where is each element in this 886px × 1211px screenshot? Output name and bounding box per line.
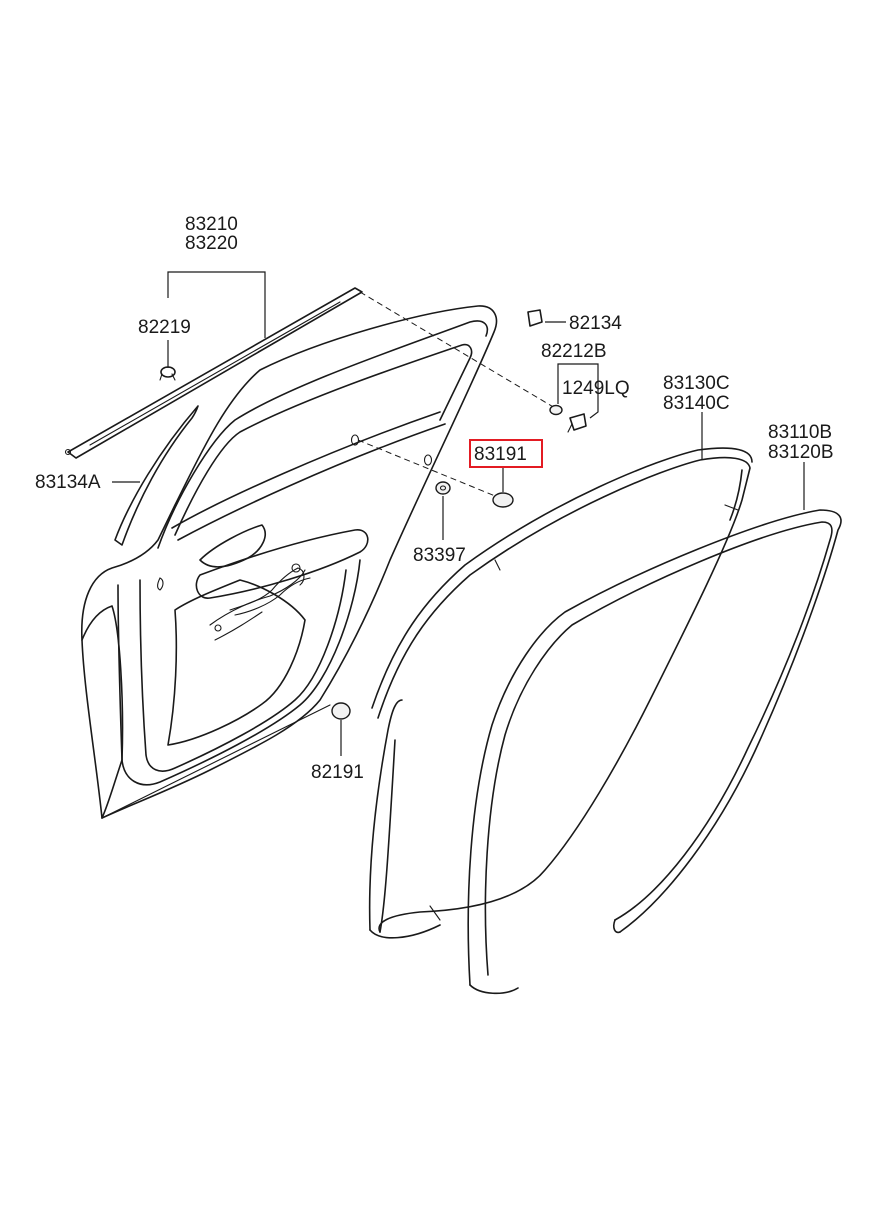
label-82212B[interactable]: 82212B [541,341,607,362]
plug-83191-part [492,492,514,508]
alignment-line [357,439,501,499]
label-83397[interactable]: 83397 [413,545,466,566]
plug-82191-part [331,702,351,720]
label-83220[interactable]: 83220 [185,233,238,254]
label-1249LQ[interactable]: 1249LQ [562,378,630,399]
callout-labels: 83210 83220 82219 83134A 82134 82212B 12… [35,214,834,783]
label-83134A[interactable]: 83134A [35,472,101,493]
clip-82219-part [159,366,176,381]
leader-lines [112,271,805,756]
label-82219[interactable]: 82219 [138,317,191,338]
body-weatherstrip-right [467,509,842,995]
alignment-line [359,291,556,409]
label-83210[interactable]: 83210 [185,214,238,235]
window-seal-strip [114,405,199,546]
highlight-box [469,439,543,468]
label-83120B[interactable]: 83120B [768,442,834,463]
label-83110B[interactable]: 83110B [768,422,832,443]
label-83191[interactable]: 83191 [474,444,527,465]
rear-door-panel [81,305,498,819]
grommet-82212B-part [549,404,563,416]
label-82134[interactable]: 82134 [569,313,622,334]
seal-83397-part [435,481,451,495]
belt-moulding-strip [64,287,363,459]
clip-82134-part [527,309,543,327]
door-weatherstrip-middle [368,447,753,939]
label-82191[interactable]: 82191 [311,762,364,783]
screw-1249LQ-part [567,413,587,433]
label-83140C[interactable]: 83140C [663,393,730,414]
label-83130C[interactable]: 83130C [663,373,730,394]
